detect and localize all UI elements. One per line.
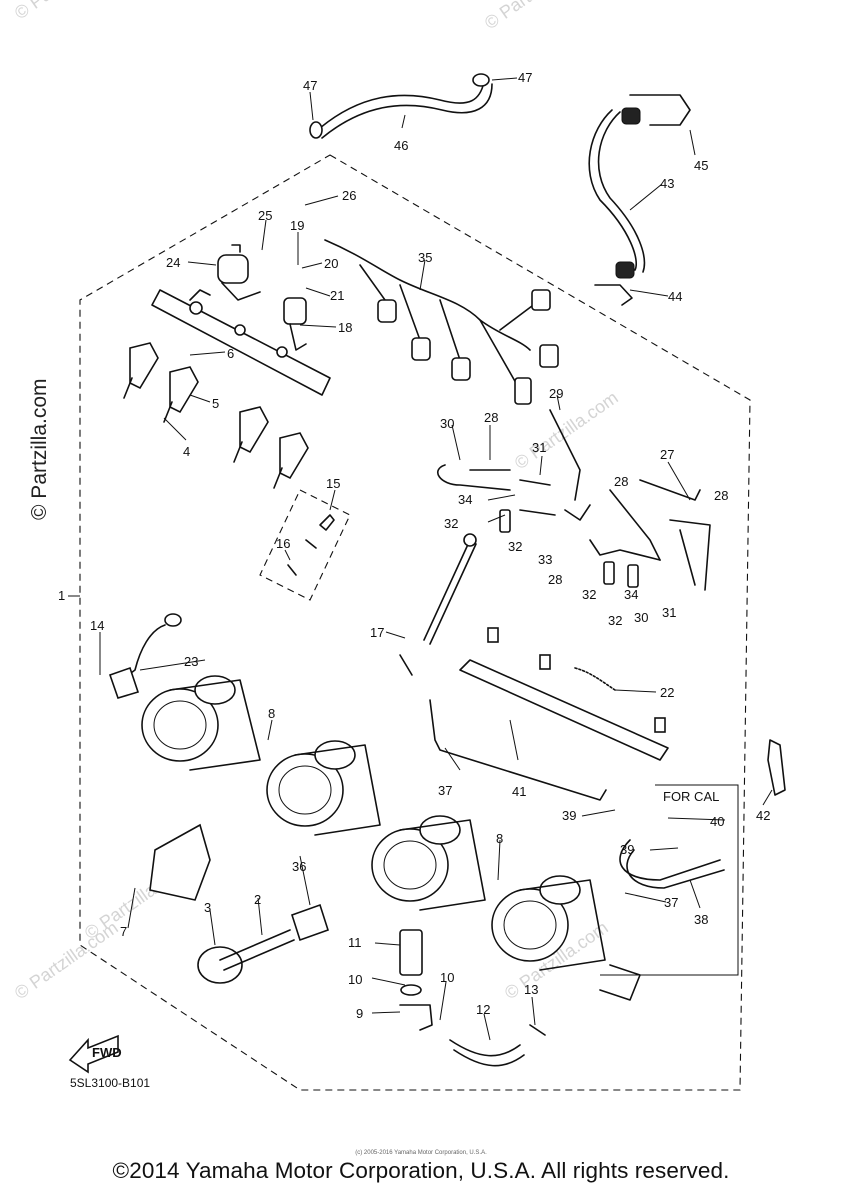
- callout-27: 27: [660, 447, 674, 462]
- callout-39: 39: [562, 808, 576, 823]
- bottom-hoses: [399, 839, 725, 1067]
- callout-28c: 28: [714, 488, 728, 503]
- callout-32d: 32: [608, 613, 622, 628]
- callout-4: 4: [183, 444, 190, 459]
- callout-41: 41: [512, 784, 526, 799]
- callout-38: 38: [694, 912, 708, 927]
- fuel-rail: [151, 289, 331, 396]
- callout-22: 22: [660, 685, 674, 700]
- callout-20: 20: [324, 256, 338, 271]
- callout-31: 31: [532, 440, 546, 455]
- callout-32c: 32: [582, 587, 596, 602]
- diagram-code: 5SL3100-B101: [70, 1076, 151, 1090]
- callout-21: 21: [330, 288, 344, 303]
- for-cal-box: [600, 784, 739, 976]
- callout-12: 12: [476, 1002, 490, 1017]
- fwd-arrow-label: FWD: [92, 1045, 122, 1060]
- callout-18: 18: [338, 320, 352, 335]
- watermark-top-left: © Partzilla.com: [11, 0, 122, 23]
- callout-19: 19: [290, 218, 304, 233]
- callout-25: 25: [258, 208, 272, 223]
- callout-47: 47: [303, 78, 317, 93]
- sensor: [283, 297, 307, 351]
- tps-sensor: [108, 613, 182, 699]
- callout-31b: 31: [662, 605, 676, 620]
- breather-hose-46: [309, 73, 493, 139]
- throttle-bodies: [141, 675, 606, 971]
- callout-17: 17: [370, 625, 384, 640]
- callout-37: 37: [438, 783, 452, 798]
- callout-35: 35: [418, 250, 432, 265]
- bracket-assembly: [429, 627, 669, 801]
- callout-40: 40: [710, 814, 724, 829]
- throttle-cover: [149, 823, 329, 984]
- callout-6: 6: [227, 346, 234, 361]
- callout-34b: 34: [624, 587, 638, 602]
- copyright-footer: ©2014 Yamaha Motor Corporation, U.S.A. A…: [112, 1158, 730, 1183]
- callout-36: 36: [292, 859, 306, 874]
- hose-43: [588, 94, 691, 306]
- screw-set-box: [259, 489, 351, 601]
- callout-23: 23: [184, 654, 198, 669]
- fineprint: (c) 2005-2016 Yamaha Motor Corporation, …: [355, 1150, 487, 1156]
- callout-9: 9: [356, 1006, 363, 1021]
- fwd-arrow: FWD: [68, 1034, 122, 1074]
- watermark-bottom-left-2: © Partzilla.com: [11, 917, 122, 1003]
- injectors: [123, 342, 309, 489]
- callout-47b: 47: [518, 70, 532, 85]
- callout-1: 1: [58, 588, 65, 603]
- side-watermark: © Partzilla.com: [28, 378, 51, 520]
- wire-harness: [324, 239, 559, 405]
- callout-8: 8: [268, 706, 275, 721]
- callout-30b: 30: [634, 610, 648, 625]
- callout-26: 26: [342, 188, 356, 203]
- callout-37b: 37: [664, 895, 678, 910]
- callout-32: 32: [444, 516, 458, 531]
- callout-5: 5: [212, 396, 219, 411]
- watermarks: © Partzilla.com © Partzilla.com © Partzi…: [11, 0, 622, 1003]
- assembly-boundary: [79, 154, 751, 1091]
- callout-10: 10: [348, 972, 362, 987]
- callout-28b: 28: [614, 474, 628, 489]
- pull-rod: [399, 533, 477, 676]
- watermark-top-center: © Partzilla.com: [481, 0, 592, 33]
- callout-44: 44: [668, 289, 682, 304]
- callout-10b: 10: [440, 970, 454, 985]
- callout-2: 2: [254, 892, 261, 907]
- callout-16: 16: [276, 536, 290, 551]
- callout-39b: 39: [620, 842, 634, 857]
- vacuum-hoses: [437, 409, 711, 591]
- callout-8b: 8: [496, 831, 503, 846]
- callout-33: 33: [538, 552, 552, 567]
- callout-34: 34: [458, 492, 472, 507]
- callout-30: 30: [440, 416, 454, 431]
- callout-29: 29: [549, 386, 563, 401]
- callout-42: 42: [756, 808, 770, 823]
- leader-lines: [68, 77, 773, 1041]
- callout-14: 14: [90, 618, 104, 633]
- callout-28: 28: [484, 410, 498, 425]
- screw-set: [287, 514, 335, 576]
- pressure-regulator: [217, 244, 261, 301]
- callout-46: 46: [394, 138, 408, 153]
- callout-43: 43: [660, 176, 674, 191]
- callout-28d: 28: [548, 572, 562, 587]
- callout-45: 45: [694, 158, 708, 173]
- callout-3: 3: [204, 900, 211, 915]
- for-cal-label: FOR CAL: [663, 789, 720, 804]
- callout-13: 13: [524, 982, 538, 997]
- callout-24: 24: [166, 255, 180, 270]
- callout-32b: 32: [508, 539, 522, 554]
- callout-labels: 1 2 3 4 5 6 7 8 8 9 10 10 11 12 13 14 15…: [58, 70, 770, 1021]
- bracket-42: [767, 739, 786, 796]
- callout-11: 11: [348, 935, 362, 950]
- callout-15: 15: [326, 476, 340, 491]
- callout-7: 7: [120, 924, 127, 939]
